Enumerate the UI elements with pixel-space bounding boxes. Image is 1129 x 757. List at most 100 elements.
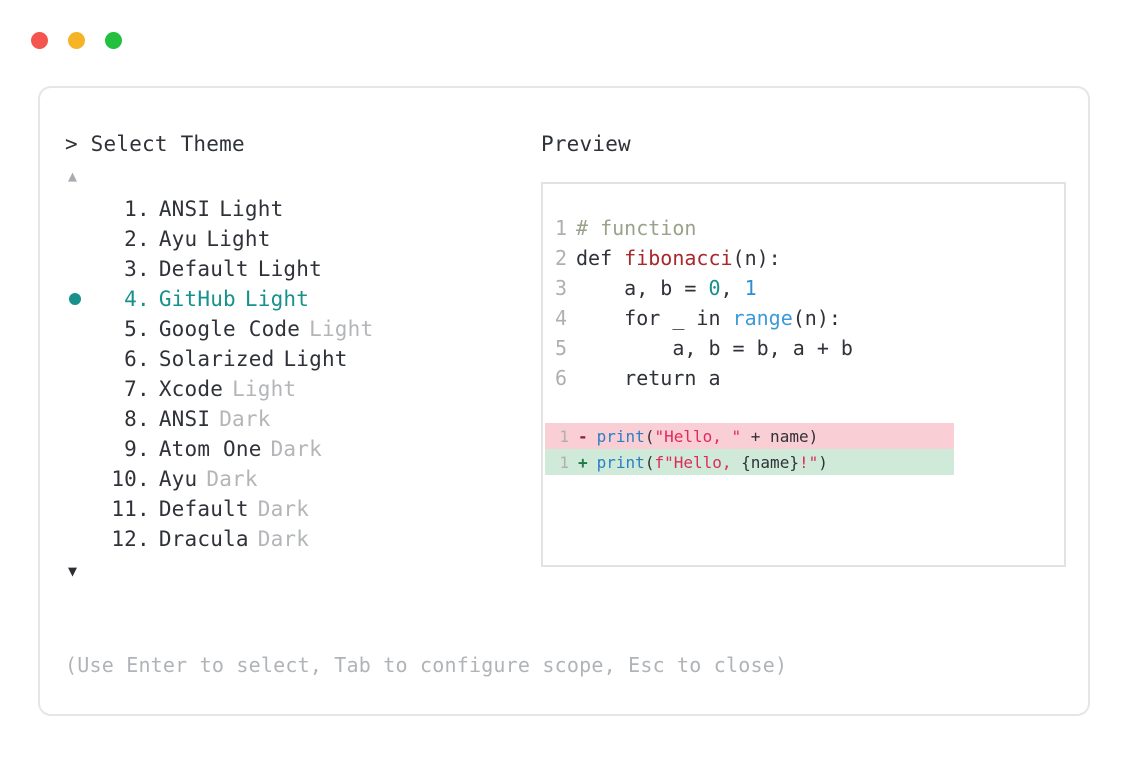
code-line: 4 for _ in range(n): <box>543 303 1064 333</box>
theme-item-name: Ayu <box>158 227 198 251</box>
diff-line-content: print(f"Hello, {name}!") <box>597 453 828 472</box>
theme-item-variant: Light <box>244 287 310 311</box>
scroll-down-arrow-icon[interactable]: ▼ <box>68 562 78 580</box>
code-line-content: return a <box>576 363 720 393</box>
theme-item-variant: Light <box>219 197 284 221</box>
theme-item-variant: Dark <box>257 497 310 521</box>
theme-item-number-dot: . <box>137 317 150 341</box>
theme-item-variant: Light <box>206 227 271 251</box>
theme-item-variant: Light <box>309 317 374 341</box>
code-token: + name) <box>741 426 819 446</box>
code-line-content: # function <box>576 213 696 243</box>
theme-item-variant: Light <box>257 257 322 281</box>
theme-item-variant: Dark <box>219 407 271 431</box>
code-line-content: a, b = 0, 1 <box>576 273 756 303</box>
code-token: (n): <box>792 306 841 330</box>
theme-item-number-dot: . <box>137 227 150 251</box>
theme-list-item[interactable]: 8. ANSI Dark <box>65 404 505 434</box>
theme-item-number: 5 <box>124 317 137 341</box>
theme-item-number: 3 <box>124 257 137 281</box>
theme-item-name: Google Code <box>158 317 301 341</box>
code-line: 5 a, b = b, a + b <box>543 333 1064 363</box>
theme-item-number-dot: . <box>137 407 150 431</box>
code-line-number: 4 <box>554 306 567 330</box>
code-line-content: for _ in range(n): <box>576 303 841 333</box>
code-token: {name} <box>741 452 799 472</box>
code-token: ) <box>818 452 828 472</box>
theme-item-variant: Dark <box>206 467 258 491</box>
theme-item-name: ANSI <box>158 407 211 431</box>
code-token: a, b = b, a + b <box>576 336 853 360</box>
theme-item-number: 11 <box>111 497 137 521</box>
code-token: !" <box>798 452 819 472</box>
theme-item-number-dot: . <box>137 197 150 221</box>
code-line-content: a, b = b, a + b <box>576 333 853 363</box>
code-token: print <box>596 452 645 472</box>
diff-line-number: 1 <box>559 426 569 446</box>
diff-line-number: 1 <box>559 452 569 472</box>
code-line-number: 5 <box>554 336 567 360</box>
theme-item-variant: Dark <box>270 437 322 461</box>
maximize-icon[interactable] <box>105 32 122 49</box>
theme-item-number: 1 <box>124 197 137 221</box>
code-token: # function <box>576 216 697 240</box>
code-spacer <box>543 393 1064 423</box>
diff-added-line: 1 + print(f"Hello, {name}!") <box>545 449 954 475</box>
code-token: ( <box>644 452 655 472</box>
theme-item-name: Ayu <box>158 467 198 491</box>
code-line: 3 a, b = 0, 1 <box>543 273 1064 303</box>
code-token: range <box>732 306 793 330</box>
code-token: def <box>576 246 625 270</box>
theme-item-name: Xcode <box>158 377 224 401</box>
diff-sign: + <box>578 452 588 472</box>
theme-item-name: Default <box>158 257 249 281</box>
selected-bullet-icon <box>69 293 81 305</box>
selection-indicator-slot <box>65 293 93 305</box>
code-token: f"Hello, <box>654 452 742 472</box>
theme-list-item[interactable]: 3. Default Light <box>65 254 505 284</box>
theme-item-number-dot: . <box>137 347 150 371</box>
diff-removed-line: 1-print("Hello, " + name) <box>545 423 954 449</box>
code-token: for _ in <box>576 306 733 330</box>
prompt-label: > Select Theme <box>65 132 245 156</box>
code-token: print <box>596 426 645 446</box>
minimize-icon[interactable] <box>68 32 85 49</box>
code-token: "Hello, " <box>654 426 742 446</box>
code-line-number: 1 <box>554 216 567 240</box>
theme-item-variant: Dark <box>257 527 310 551</box>
theme-item-variant: Light <box>232 377 297 401</box>
theme-item-number-dot: . <box>137 377 150 401</box>
theme-item-number-dot: . <box>137 257 150 281</box>
theme-item-number: 10 <box>111 467 137 491</box>
theme-list-item[interactable]: 7. Xcode Light <box>65 374 505 404</box>
theme-item-name: Solarized <box>158 347 275 371</box>
code-line-number: 6 <box>554 366 567 390</box>
theme-list-item[interactable]: 2. Ayu Light <box>65 224 505 254</box>
code-line-number: 2 <box>554 246 567 270</box>
close-icon[interactable] <box>31 32 48 49</box>
theme-item-number: 12 <box>111 527 137 551</box>
window-traffic-lights <box>31 32 122 49</box>
theme-item-number: 8 <box>124 407 137 431</box>
scroll-up-arrow-icon[interactable]: ▲ <box>68 167 78 185</box>
diff-preview: 1-print("Hello, " + name)1+print(f"Hello… <box>543 423 1064 475</box>
theme-list-item[interactable]: 5. Google Code Light <box>65 314 505 344</box>
theme-item-number: 7 <box>124 377 137 401</box>
theme-item-number: 2 <box>124 227 137 251</box>
theme-item-number-dot: . <box>137 527 150 551</box>
theme-item-number-dot: . <box>137 437 150 461</box>
diff-sign: - <box>578 426 588 446</box>
theme-item-number: 6 <box>124 347 137 371</box>
